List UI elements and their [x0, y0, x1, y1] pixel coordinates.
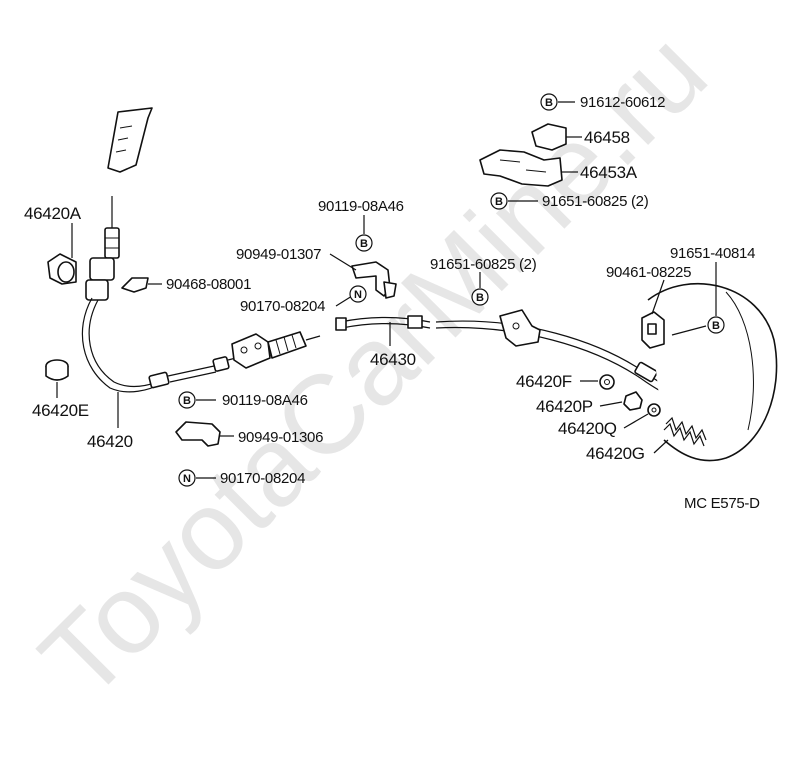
badge-b-91612-60612: B: [540, 93, 558, 111]
label-90468-08001: 90468-08001: [166, 276, 251, 293]
badge-b-90119-08A46-top: B: [355, 234, 373, 252]
brake-handle: [85, 107, 153, 301]
label-46458: 46458: [584, 128, 630, 147]
label-91651-60825-top: 91651-60825 (2): [542, 193, 649, 210]
label-46420F: 46420F: [516, 372, 572, 391]
label-90170-08204-bot: 90170-08204: [220, 470, 305, 487]
label-46420: 46420: [87, 432, 133, 451]
label-90461-08225: 90461-08225: [606, 264, 691, 281]
equalizer: [231, 331, 321, 369]
svg-text:B: B: [545, 97, 553, 109]
label-46420P: 46420P: [536, 397, 593, 416]
part-46420F: [599, 374, 615, 390]
badge-n-90170-08204-top: N: [349, 285, 367, 303]
badge-b-91651-60825-top: B: [490, 192, 508, 210]
label-46420E: 46420E: [32, 401, 89, 420]
label-46430: 46430: [370, 350, 416, 369]
label-46420G: 46420G: [586, 444, 645, 463]
front-cable-46420: [81, 297, 241, 393]
svg-text:B: B: [476, 292, 484, 304]
part-46420E-grommet: [45, 359, 69, 381]
diagram-code: MC E575-D: [684, 495, 760, 512]
part-46458-bracket: [531, 123, 567, 151]
svg-text:N: N: [183, 473, 191, 485]
svg-text:B: B: [360, 238, 368, 250]
svg-text:B: B: [712, 320, 720, 332]
label-91651-40814: 91651-40814: [670, 245, 755, 262]
label-91651-60825-mid: 91651-60825 (2): [430, 256, 537, 273]
label-46453A: 46453A: [580, 163, 638, 182]
label-90949-01306: 90949-01306: [238, 429, 323, 446]
label-46420Q: 46420Q: [558, 419, 617, 438]
label-90949-01307: 90949-01307: [236, 246, 321, 263]
part-46420P: [623, 391, 643, 411]
label-91612-60612: 91612-60612: [580, 94, 665, 111]
label-90170-08204-top: 90170-08204: [240, 298, 325, 315]
badge-b-91651-60825-mid: B: [471, 288, 489, 306]
part-90468-08001-clip: [121, 277, 149, 293]
part-90949-01306-clamp: [175, 421, 221, 447]
svg-text:B: B: [495, 196, 503, 208]
label-46420A: 46420A: [24, 204, 82, 223]
badge-b-90119-08A46-bot: B: [178, 391, 196, 409]
part-46420G-spring: [663, 416, 707, 447]
part-46420A-clip: [47, 253, 77, 285]
badge-b-91651-40814: B: [707, 316, 725, 334]
brake-backing-plate: [647, 282, 778, 462]
part-90949-01307-clamp: [351, 261, 397, 299]
svg-text:N: N: [354, 289, 362, 301]
label-90119-08A46-top: 90119-08A46: [318, 198, 404, 215]
leader-lines: [56, 101, 717, 479]
part-90461-08225-clip: [641, 311, 665, 349]
part-46420Q: [647, 403, 661, 417]
intermediate-cable-46430: [335, 315, 431, 331]
svg-text:B: B: [183, 395, 191, 407]
badge-n-90170-08204-bot: N: [178, 469, 196, 487]
part-46453A-bracket: [479, 149, 563, 187]
label-90119-08A46-bot: 90119-08A46: [222, 392, 308, 409]
